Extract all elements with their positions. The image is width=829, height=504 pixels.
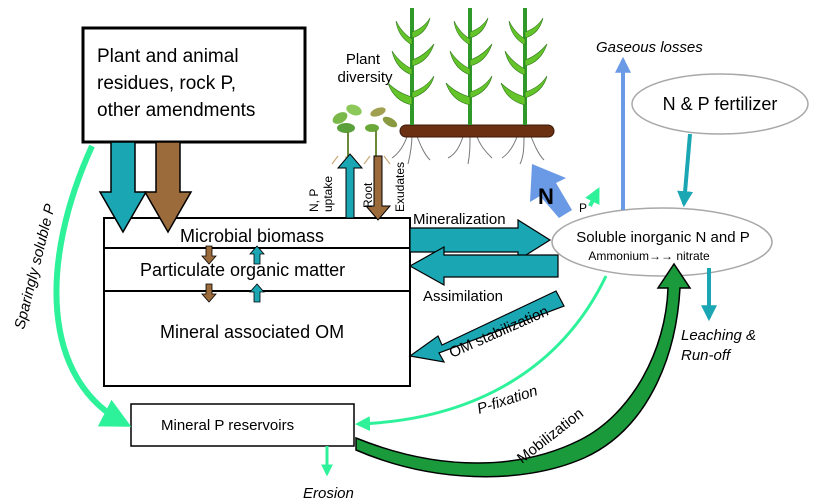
n-uptake-label: N [538, 184, 554, 209]
uptake-arrow [336, 153, 364, 219]
fertilizer-ellipse [631, 73, 809, 135]
sparingly-soluble-arrow [53, 144, 132, 427]
teal-up-arrow [249, 245, 265, 265]
n-uptake-arrow [530, 164, 572, 218]
residues-text: Plant and animal residues, rock P, other… [97, 46, 255, 121]
brown-down-arrow [201, 245, 217, 265]
mineral-p-box [130, 403, 355, 447]
root-label: Root [361, 182, 375, 208]
exudates-label: Exudates [393, 162, 407, 212]
mineralization-label: Mineralization [413, 211, 506, 228]
exudates-arrow [364, 155, 392, 221]
gaseous-losses-label: Gaseous losses [596, 39, 703, 56]
sparingly-soluble-label: Sparingly soluble P [11, 202, 59, 331]
brown-down-arrow [201, 283, 217, 303]
fertilizer-label: N & P fertilizer [663, 94, 778, 114]
particulate-om-label: Particulate organic matter [140, 260, 345, 280]
soluble-np-label: Soluble inorganic N and P [576, 229, 749, 246]
residues-box [81, 26, 307, 144]
erosion-label: Erosion [303, 485, 354, 502]
teal-up-arrow [249, 283, 265, 303]
brown-input-arrow [143, 141, 193, 234]
p-fixation-label: P-fixation [475, 382, 540, 417]
om-stabilization-arrow [408, 290, 565, 363]
om-stabilization-label: OM stabilization [447, 303, 551, 362]
mineral-om-label: Mineral associated OM [160, 322, 344, 342]
mobilization-arrow [355, 262, 692, 478]
p-uptake-label: P [579, 201, 587, 215]
ammonium-nitrate-label: Ammonium→→ nitrate [588, 249, 710, 263]
assimilation-arrow [408, 245, 559, 287]
soluble-np-ellipse [551, 207, 773, 277]
mineral-p-label: Mineral P reservoirs [161, 417, 294, 434]
mineralization-arrow [409, 218, 552, 262]
microbial-biomass-label: Microbial biomass [180, 226, 324, 246]
corn-plants-icon [387, 8, 555, 165]
assimilation-label: Assimilation [423, 288, 503, 305]
teal-input-arrow [98, 141, 148, 234]
leaching-label: Leaching & Run-off [681, 327, 760, 364]
plant-diversity-icon [331, 104, 398, 166]
p-uptake-arrow [585, 187, 600, 207]
fertilizer-arrow [677, 133, 694, 208]
np-uptake-label: N, P uptake [307, 176, 335, 212]
plant-diversity-label: Plant diversity [337, 51, 393, 86]
p-fixation-arrow [355, 275, 608, 432]
